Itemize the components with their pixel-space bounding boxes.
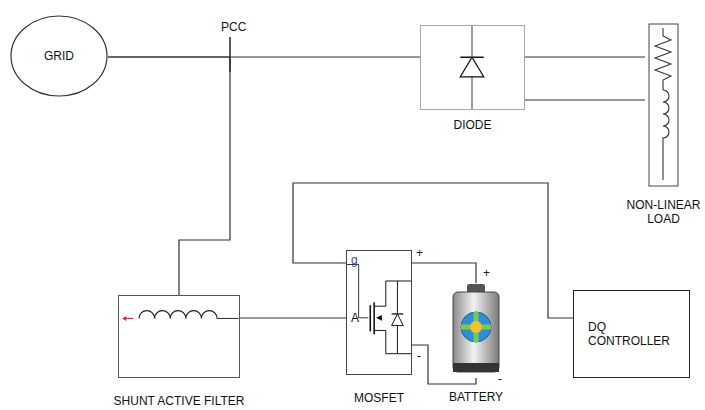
bus-name: PCC bbox=[221, 20, 246, 34]
wire bbox=[293, 183, 573, 318]
wire-line bbox=[293, 183, 573, 318]
wire-line bbox=[525, 56, 645, 57]
terminal-sign: - bbox=[498, 372, 502, 386]
component-label: DIODE bbox=[453, 118, 491, 132]
component-label: SHUNT ACTIVE FILTER bbox=[114, 394, 245, 408]
wire-line bbox=[525, 99, 645, 100]
pin-name: g bbox=[351, 253, 358, 267]
node-text: DQ CONTROLLER bbox=[588, 320, 670, 348]
wire-line bbox=[240, 317, 346, 318]
component-block: GRID bbox=[10, 15, 108, 97]
terminal-sign: - bbox=[417, 349, 421, 363]
wire bbox=[240, 318, 346, 319]
load-symbol bbox=[645, 20, 682, 190]
wire bbox=[412, 263, 476, 283]
wire bbox=[525, 57, 645, 58]
wire-line bbox=[412, 263, 476, 283]
component-block: SHUNT ACTIVE FILTER bbox=[118, 295, 240, 378]
wire bbox=[525, 100, 645, 101]
component-label: NON-LINEAR LOAD bbox=[624, 198, 704, 226]
pin-name: A bbox=[351, 311, 359, 325]
inductor-symbol bbox=[119, 296, 239, 377]
terminal-sign: + bbox=[416, 246, 423, 260]
node-text: GRID bbox=[44, 49, 74, 63]
component-label: BATTERY bbox=[449, 390, 503, 404]
wire bbox=[108, 57, 230, 295]
diode-symbol bbox=[421, 26, 524, 109]
wire-line bbox=[108, 57, 230, 295]
terminal-sign: + bbox=[483, 266, 490, 280]
component-block: BATTERY bbox=[445, 283, 507, 378]
component-block: DIODE bbox=[420, 25, 525, 110]
component-block: NON-LINEAR LOAD bbox=[645, 20, 682, 190]
controller-box: DQ CONTROLLER bbox=[573, 290, 690, 378]
component-label: MOSFET bbox=[354, 391, 404, 405]
battery-picture bbox=[445, 283, 507, 378]
